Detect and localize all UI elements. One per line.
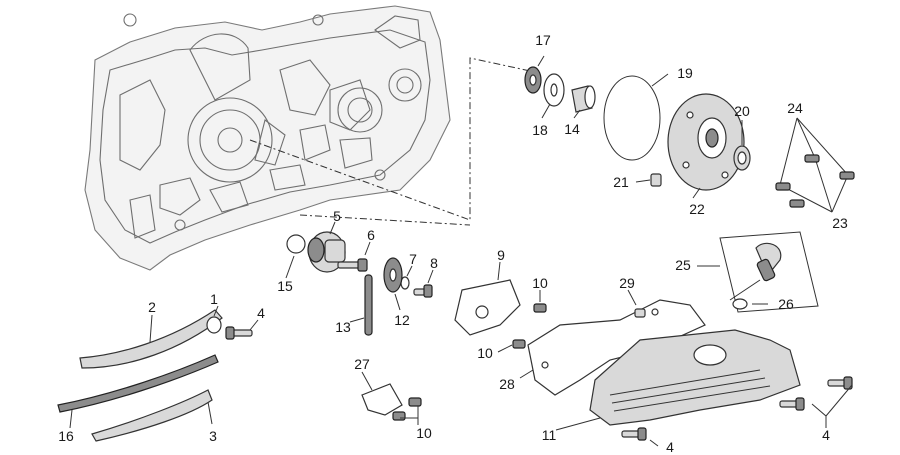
label-7: 7 bbox=[409, 251, 417, 267]
label-21: 21 bbox=[613, 174, 629, 190]
part-11-oil-sump bbox=[555, 329, 801, 431]
part-16-drive-chain bbox=[57, 354, 219, 429]
label-15: 15 bbox=[277, 278, 293, 294]
guide-lines bbox=[249, 57, 536, 226]
part-17-sprocket bbox=[524, 55, 545, 94]
part-15-gasket bbox=[285, 255, 295, 279]
label-17: 17 bbox=[535, 32, 551, 48]
part-6-bolt bbox=[337, 241, 371, 272]
label-4c: 4 bbox=[822, 427, 830, 443]
part-4-bolt-b bbox=[621, 427, 659, 447]
label-12: 12 bbox=[394, 312, 410, 328]
label-1: 1 bbox=[210, 291, 218, 307]
label-4a: 4 bbox=[257, 305, 265, 321]
part-25-dipstick bbox=[697, 231, 819, 313]
part-23-24-screws bbox=[775, 117, 855, 213]
label-10c: 10 bbox=[416, 425, 432, 441]
label-27: 27 bbox=[354, 356, 370, 372]
part-7-washer bbox=[400, 265, 413, 290]
part-14-bushing bbox=[571, 85, 596, 119]
part-21-dowel bbox=[635, 173, 662, 187]
label-29: 29 bbox=[619, 275, 635, 291]
callout-labels: 1 2 3 4 4 4 5 6 7 8 9 10 10 10 11 12 13 … bbox=[58, 32, 848, 455]
part-20-seal bbox=[733, 120, 751, 171]
part-8-bolt bbox=[413, 269, 434, 298]
part-22-pump-cover bbox=[667, 93, 745, 199]
label-10a: 10 bbox=[532, 275, 548, 291]
part-5-oil-pump bbox=[286, 221, 346, 273]
part-4-bolt-a bbox=[225, 319, 259, 340]
label-20: 20 bbox=[734, 103, 750, 119]
label-2: 2 bbox=[148, 299, 156, 315]
label-28: 28 bbox=[499, 376, 515, 392]
label-10b: 10 bbox=[477, 345, 493, 361]
label-18: 18 bbox=[532, 122, 548, 138]
label-24: 24 bbox=[787, 100, 803, 116]
label-9: 9 bbox=[497, 247, 505, 263]
part-2-tensioner bbox=[79, 309, 223, 369]
part-29-pin bbox=[627, 289, 646, 318]
part-10-bolt-a bbox=[533, 290, 547, 313]
part-9-plate bbox=[454, 261, 521, 336]
part-10-bolt-b bbox=[497, 339, 526, 353]
label-4b: 4 bbox=[666, 439, 674, 455]
part-13-chain bbox=[349, 274, 373, 336]
label-16: 16 bbox=[58, 428, 74, 444]
part-1-spacer bbox=[206, 305, 222, 334]
part-18-washer bbox=[541, 73, 565, 119]
label-14: 14 bbox=[564, 121, 580, 137]
label-3: 3 bbox=[209, 428, 217, 444]
crankcase-housing bbox=[84, 5, 451, 271]
part-4-bolt-c bbox=[779, 376, 853, 428]
label-26: 26 bbox=[778, 296, 794, 312]
part-19-oring bbox=[603, 73, 669, 161]
label-11: 11 bbox=[542, 427, 557, 443]
label-5: 5 bbox=[333, 208, 341, 224]
label-6: 6 bbox=[367, 227, 375, 243]
label-22: 22 bbox=[689, 201, 705, 217]
part-10-bolt-c bbox=[392, 397, 422, 425]
label-23: 23 bbox=[832, 215, 848, 231]
label-13: 13 bbox=[335, 319, 351, 335]
label-19: 19 bbox=[677, 65, 693, 81]
part-27-bracket bbox=[361, 371, 403, 416]
label-25: 25 bbox=[675, 257, 691, 273]
part-12-sprocket bbox=[383, 257, 403, 311]
part-3-chain-guide bbox=[91, 389, 213, 442]
label-8: 8 bbox=[430, 255, 438, 271]
